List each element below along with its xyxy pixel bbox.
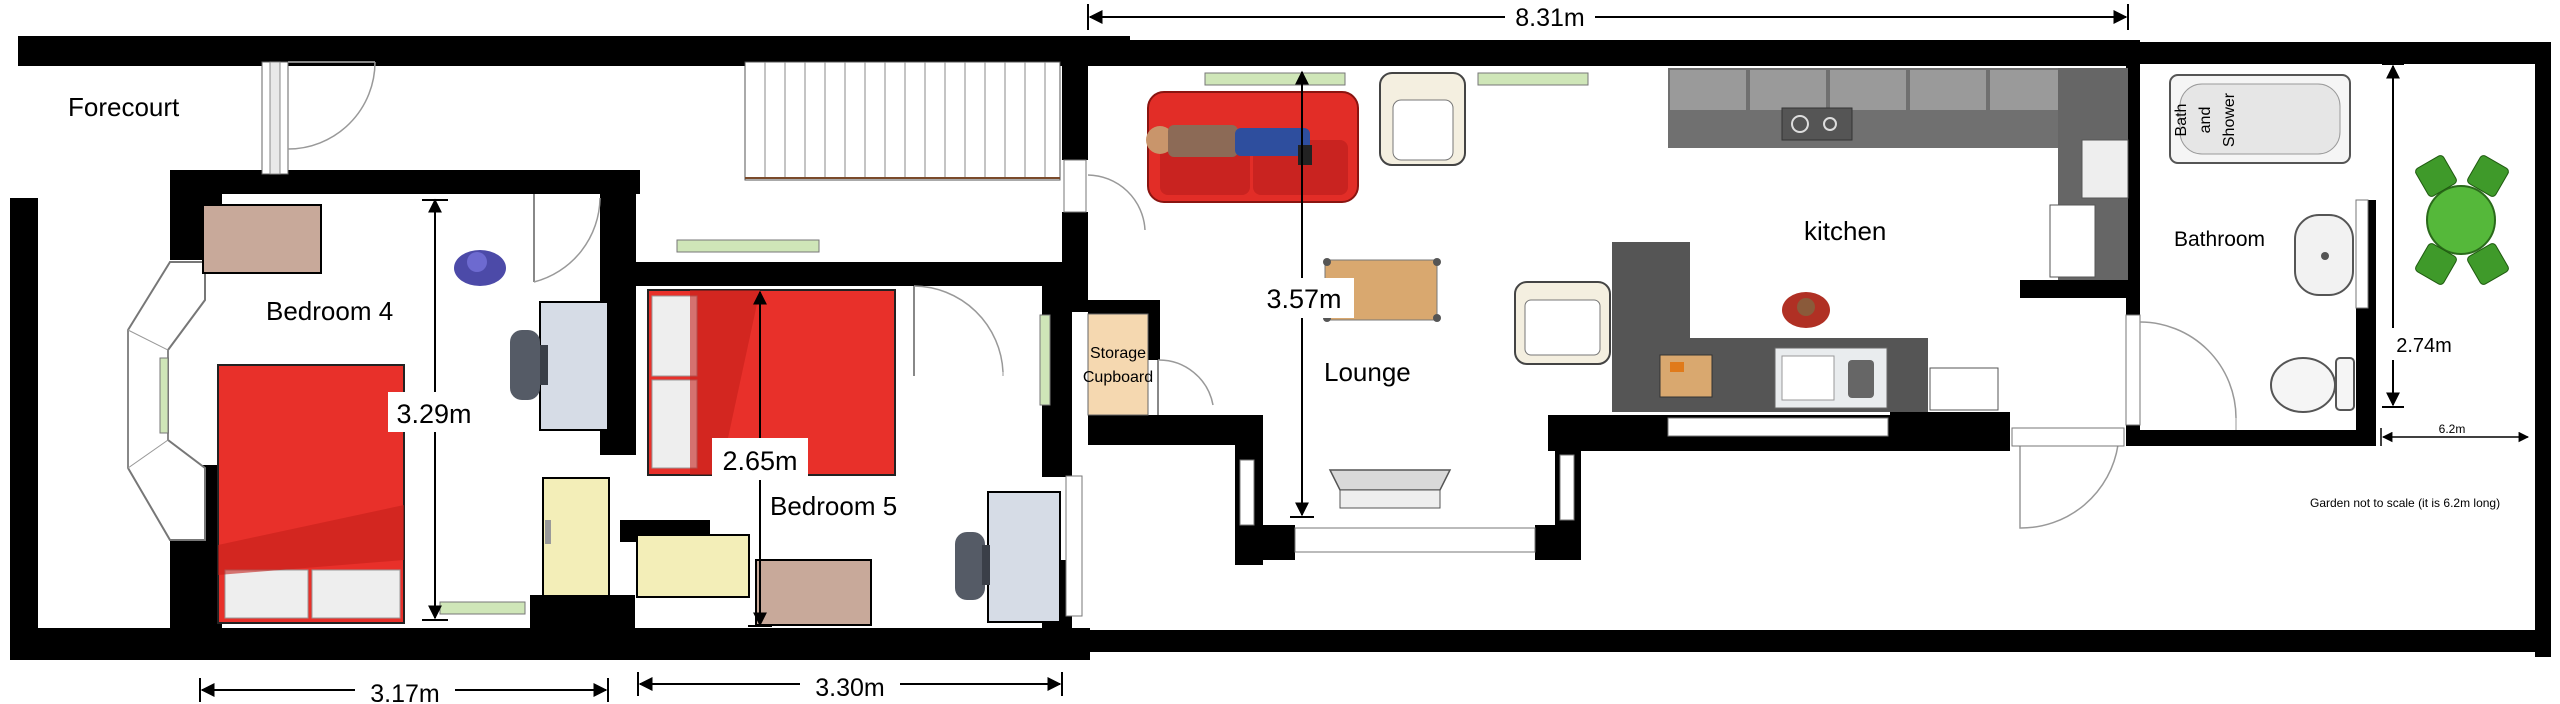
bedroom-5-height-dimension: 2.65m (722, 446, 797, 476)
bedroom-5 (636, 239, 1083, 626)
bath-label-line2: and (2197, 107, 2214, 134)
garden-note: Garden not to scale (it is 6.2m long) (2310, 496, 2500, 510)
storage-label-line1: Storage (1090, 345, 1146, 362)
bedroom-4-height-dimension: 3.29m (396, 399, 471, 429)
garden-length-dimension: 6.2m (2439, 422, 2466, 436)
bedroom-4 (127, 194, 610, 624)
forecourt-label: Forecourt (68, 92, 180, 122)
bedroom-5-label: Bedroom 5 (770, 491, 897, 521)
bedroom-5-width-dimension: 3.30m (815, 674, 884, 702)
bathroom-label: Bathroom (2174, 228, 2265, 251)
bedroom-4-label: Bedroom 4 (266, 296, 393, 326)
bathroom-height-dimension: 2.74m (2396, 335, 2452, 357)
front-door (261, 61, 376, 175)
lounge-label: Lounge (1324, 357, 1411, 387)
overall-width-dimension: 8.31m (1515, 4, 1584, 32)
dimension-label-backgrounds (355, 0, 2460, 704)
kitchen (1612, 68, 2129, 529)
lounge-depth-dimension: 3.57m (1266, 284, 1341, 314)
bath-label-line3: Shower (2221, 92, 2238, 147)
bathroom (2125, 74, 2369, 430)
walls (10, 36, 2551, 660)
bedroom-4-width-dimension: 3.17m (370, 680, 439, 704)
storage-label-line2: Cupboard (1083, 369, 1153, 386)
kitchen-label: kitchen (1804, 216, 1886, 246)
storage-cupboard (1087, 313, 1214, 416)
stairs (744, 61, 1061, 181)
bath-label-line1: Bath (2173, 104, 2190, 137)
garden-table (2415, 155, 2509, 285)
